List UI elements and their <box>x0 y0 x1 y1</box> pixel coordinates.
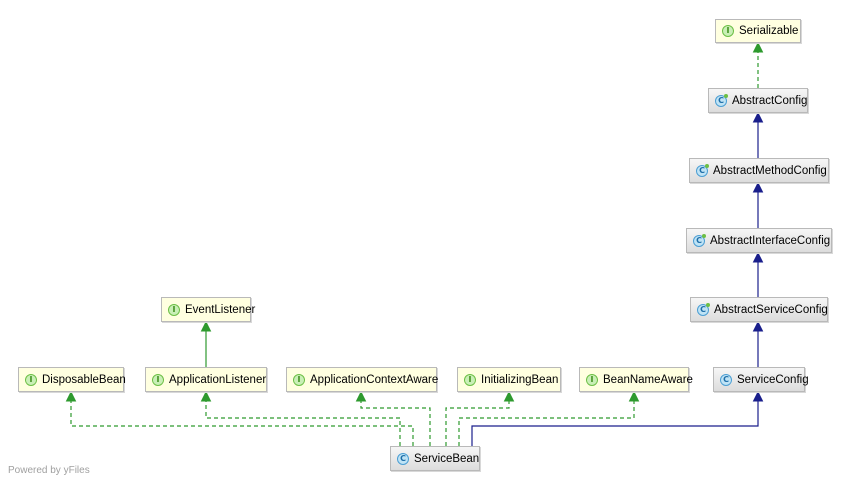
node-label: BeanNameAware <box>603 373 693 386</box>
node-label: ServiceBean <box>414 452 480 465</box>
powered-by-label: Powered by yFiles <box>8 465 90 476</box>
edge-servicebean-disposablebean <box>65 390 414 446</box>
node-serializable[interactable]: I Serializable <box>715 19 801 43</box>
node-abstract-config[interactable]: C AbstractConfig <box>708 88 808 113</box>
class-icon: C <box>720 373 732 386</box>
node-label: AbstractServiceConfig <box>714 303 828 316</box>
interface-icon: I <box>586 373 598 386</box>
node-disposable-bean[interactable]: I DisposableBean <box>18 367 126 392</box>
node-service-bean[interactable]: C ServiceBean <box>390 446 480 471</box>
node-label: AbstractMethodConfig <box>713 164 827 177</box>
node-service-config[interactable]: C ServiceConfig <box>713 367 809 392</box>
interface-icon: I <box>25 373 37 386</box>
edge-servicebean-beannameaware <box>458 390 640 446</box>
node-event-listener[interactable]: I EventListener <box>161 297 255 322</box>
node-abstract-interface-config[interactable]: C AbstractInterfaceConfig <box>686 228 832 253</box>
node-initializing-bean[interactable]: I InitializingBean <box>457 367 561 392</box>
node-label: ApplicationListener <box>169 373 267 386</box>
interface-icon: I <box>293 373 305 386</box>
node-abstract-service-config[interactable]: C AbstractServiceConfig <box>690 297 828 322</box>
interface-icon: I <box>464 373 476 386</box>
abstract-class-icon: C <box>696 163 709 177</box>
node-label: InitializingBean <box>481 373 559 386</box>
abstract-class-icon: C <box>693 233 706 247</box>
node-label: EventListener <box>185 303 256 316</box>
edge-servicebean-initializingbean <box>445 390 515 446</box>
interface-icon: I <box>722 25 734 37</box>
node-label: ServiceConfig <box>737 373 809 386</box>
node-abstract-method-config[interactable]: C AbstractMethodConfig <box>689 158 829 183</box>
interface-icon: I <box>168 303 180 316</box>
class-icon: C <box>397 452 409 465</box>
edge-servicebean-applicationlistener <box>200 390 401 446</box>
node-application-context-aware[interactable]: I ApplicationContextAware <box>286 367 439 392</box>
node-application-listener[interactable]: I ApplicationListener <box>145 367 267 392</box>
interface-icon: I <box>152 373 164 386</box>
abstract-class-icon: C <box>715 93 728 107</box>
edge-servicebean-serviceconfig <box>471 390 764 446</box>
node-label: ApplicationContextAware <box>310 373 439 386</box>
abstract-class-icon: C <box>697 302 710 316</box>
node-label: AbstractInterfaceConfig <box>710 234 831 247</box>
node-bean-name-aware[interactable]: I BeanNameAware <box>579 367 693 392</box>
node-label: AbstractConfig <box>732 94 808 107</box>
node-label: DisposableBean <box>42 373 126 386</box>
node-label: Serializable <box>739 25 799 37</box>
edge-servicebean-applicationcontextaware <box>355 390 431 446</box>
